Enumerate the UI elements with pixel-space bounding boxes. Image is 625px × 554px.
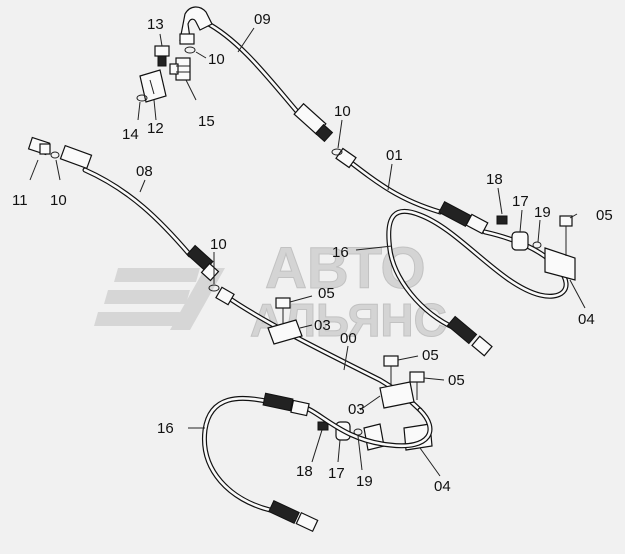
- label-03b: 03: [348, 401, 365, 418]
- label-12: 12: [147, 120, 164, 137]
- label-10b: 10: [334, 103, 351, 120]
- bolt-13: [154, 45, 170, 67]
- hose-08: [59, 144, 220, 282]
- label-05b: 05: [318, 285, 335, 302]
- label-16a: 16: [332, 244, 349, 261]
- o-ring-10: [184, 46, 196, 54]
- label-18b: 18: [296, 463, 313, 480]
- hose-09: [202, 19, 334, 143]
- fitting-11: [27, 136, 51, 156]
- label-03a: 03: [314, 317, 331, 334]
- o-ring-10c: [50, 151, 60, 159]
- label-09: 09: [254, 11, 271, 28]
- label-04b: 04: [434, 478, 451, 495]
- leader-lines: [29, 27, 586, 477]
- o-ring-10d: [208, 284, 220, 292]
- label-17b: 17: [328, 465, 345, 482]
- o-ring-14: [136, 94, 148, 102]
- label-08: 08: [136, 163, 153, 180]
- label-01: 01: [386, 147, 403, 164]
- elbow-fitting: [179, 6, 213, 45]
- label-13: 13: [147, 16, 164, 33]
- watermark-logo: [94, 268, 225, 330]
- label-00: 00: [340, 330, 357, 347]
- clamp-group-lower: [317, 355, 433, 451]
- label-10c: 10: [50, 192, 67, 209]
- label-05c: 05: [422, 347, 439, 364]
- part-labels: 13 09 10 15 14 12 10 01 08 11 10 18 17 1…: [12, 11, 613, 495]
- label-05d: 05: [448, 372, 465, 389]
- hose-16-lower: [201, 392, 433, 533]
- label-16b: 16: [157, 420, 174, 437]
- label-17a: 17: [512, 193, 529, 210]
- label-18a: 18: [486, 171, 503, 188]
- clamp-group-center: [267, 297, 303, 345]
- label-19a: 19: [534, 204, 551, 221]
- o-ring-10b: [331, 148, 343, 156]
- label-11: 11: [12, 192, 28, 209]
- label-05a: 05: [596, 207, 613, 224]
- clamp-group-right: [496, 215, 576, 281]
- plate-12: [139, 69, 167, 103]
- label-10d: 10: [210, 236, 227, 253]
- label-15: 15: [198, 113, 215, 130]
- label-19b: 19: [356, 473, 373, 490]
- label-04a: 04: [578, 311, 595, 328]
- adapter-15: [169, 57, 191, 81]
- hose-01: [335, 147, 489, 235]
- label-10a: 10: [208, 51, 225, 68]
- label-14: 14: [122, 126, 139, 143]
- watermark-line1: АВТО: [265, 236, 426, 301]
